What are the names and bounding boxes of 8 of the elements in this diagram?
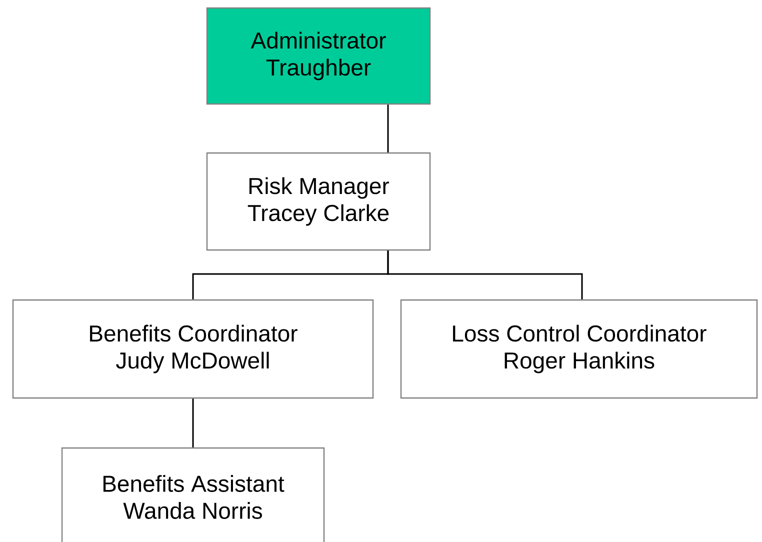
org-box: Benefits Assistant Wanda Norris	[61, 447, 325, 542]
org-box: Benefits Coordinator Judy McDowell	[12, 299, 374, 399]
connector-line	[387, 250, 583, 300]
org-box: Administrator Traughber	[206, 7, 431, 105]
connector-line	[387, 104, 389, 152]
org-box: Risk Manager Tracey Clarke	[206, 152, 431, 251]
org-box: Loss Control Coordinator Roger Hankins	[400, 299, 758, 399]
connector-line	[192, 398, 194, 448]
